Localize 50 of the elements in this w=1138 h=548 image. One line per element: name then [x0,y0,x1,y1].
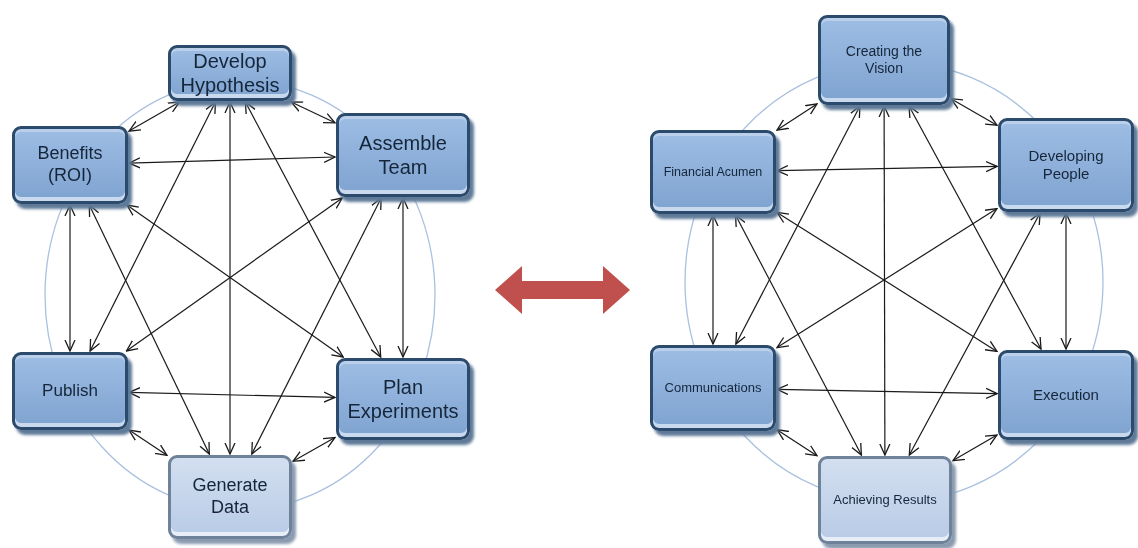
box-label: Plan Experiments [347,375,459,423]
process-box [998,118,1134,212]
double-arrow [776,103,818,131]
double-arrow [224,101,236,455]
double-arrow [776,429,818,457]
box-label: Execution [1033,386,1099,404]
box-label: Financial Acumen [663,164,763,180]
double-arrow [734,214,863,456]
double-arrow [908,105,1042,350]
process-box [998,350,1134,440]
double-arrow [908,212,1041,456]
process-box [168,45,292,101]
double-arrow [128,429,168,456]
double-arrow [1060,212,1072,350]
double-arrow [290,101,336,124]
double-arrow [878,105,891,456]
double-arrow [64,204,76,352]
double-arrow [89,101,217,352]
double-arrow [952,434,998,462]
box-label: Assemble Team [358,131,448,179]
process-box [818,15,950,105]
box-label: Generate Data [191,475,269,519]
double-arrow [707,214,719,345]
process-box [818,456,952,544]
double-arrow [950,98,998,126]
process-box [336,358,470,440]
double-arrow [776,160,998,177]
double-arrow [128,387,336,403]
double-arrow [397,197,409,358]
box-label: Communications [664,380,762,396]
double-arrow [292,436,336,462]
double-arrow [244,101,382,358]
double-arrow [776,383,998,400]
box-label: Benefits (ROI) [36,143,104,187]
process-box [650,345,776,431]
double-arrow [88,204,210,455]
box-label: Develop Hypothesis [179,49,281,97]
process-box [12,352,128,430]
box-label: Achieving Results [833,492,937,508]
box-label: Developing People [1027,147,1105,183]
double-arrow [251,197,382,455]
process-box [650,130,776,214]
double-arrow [128,151,336,169]
process-box [168,455,292,539]
double-arrow [128,101,181,132]
process-box [336,113,470,197]
box-label: Publish [42,380,98,402]
process-box [12,126,128,204]
box-label: Creating the Vision [844,43,924,77]
double-arrow [735,105,861,345]
